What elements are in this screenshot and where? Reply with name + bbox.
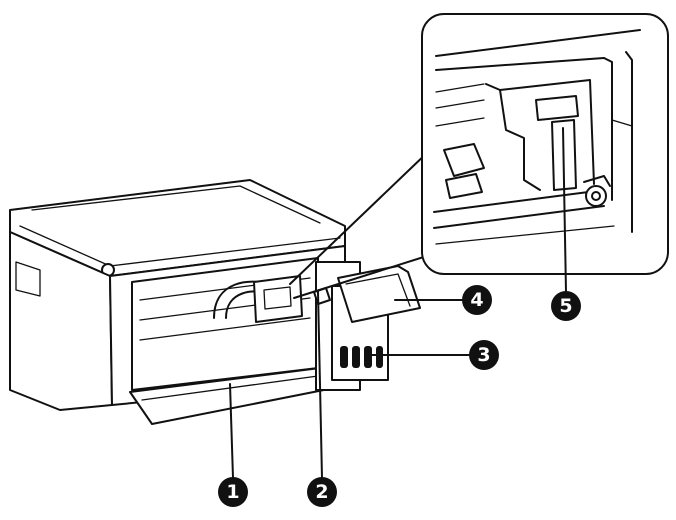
callout-lines xyxy=(229,127,567,479)
callout-number-4: 4 xyxy=(470,289,483,311)
callout-4: 4 xyxy=(462,285,492,315)
callout-number-1: 1 xyxy=(226,481,239,503)
callout-3: 3 xyxy=(469,340,499,370)
callout-number-2: 2 xyxy=(315,481,328,503)
callout-2: 2 xyxy=(307,477,337,507)
printer-body xyxy=(9,179,346,425)
callout-5: 5 xyxy=(551,291,581,321)
zoom-inset xyxy=(421,13,669,275)
callout-number-3: 3 xyxy=(477,344,490,366)
zoom-leader-lines xyxy=(289,149,431,299)
callout-1: 1 xyxy=(218,477,248,507)
callout-number-5: 5 xyxy=(559,295,572,317)
